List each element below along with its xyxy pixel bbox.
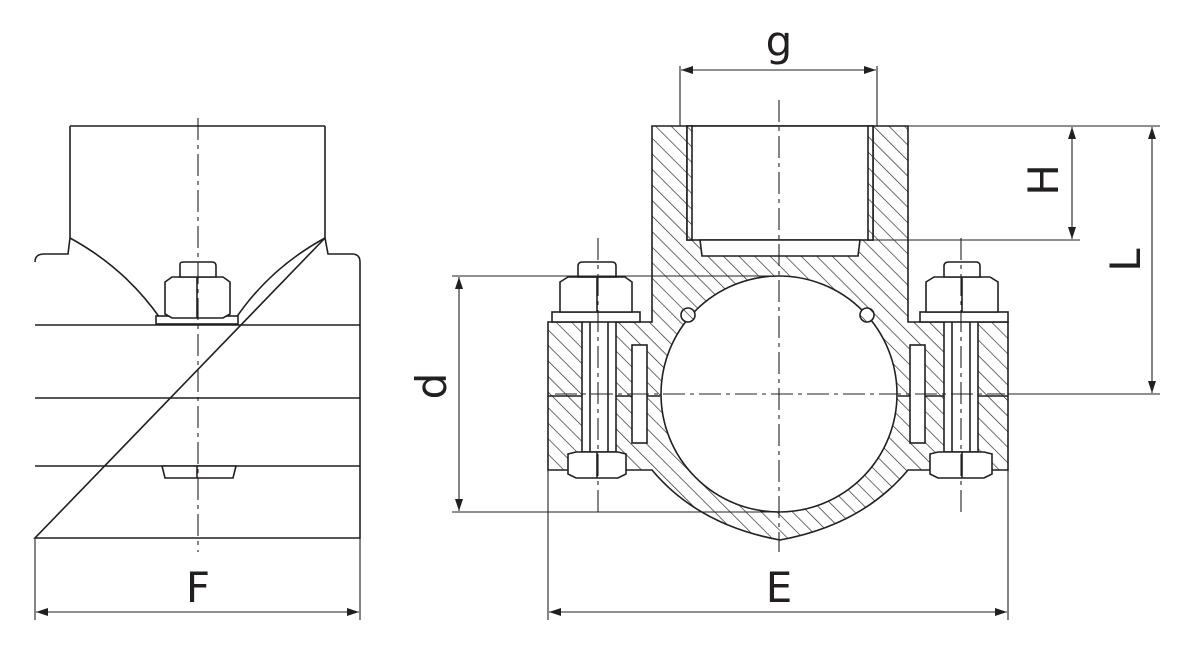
threaded-bore xyxy=(686,125,874,241)
dim-l-label: L xyxy=(1101,248,1150,272)
dim-f-label: F xyxy=(186,563,210,612)
dim-d-label: d xyxy=(407,373,456,400)
section-view: g H L d E xyxy=(407,17,1160,620)
dim-h-label: H xyxy=(1019,164,1068,196)
o-ring-right xyxy=(859,307,875,323)
side-top-nut xyxy=(155,261,239,325)
bore-step xyxy=(699,239,861,257)
side-bottom-nut xyxy=(160,465,238,479)
side-view: F xyxy=(33,118,361,620)
thread-left xyxy=(686,125,693,241)
dim-g-label: g xyxy=(766,17,793,66)
thread-right xyxy=(867,125,874,241)
bolt-left xyxy=(551,261,641,479)
dim-e-label: E xyxy=(766,563,793,612)
o-ring-left xyxy=(680,307,696,323)
